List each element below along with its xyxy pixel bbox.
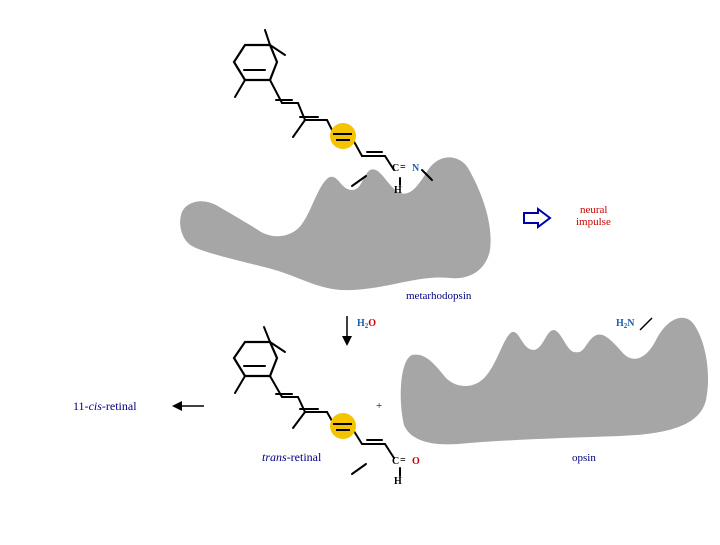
- trans-suffix: -retinal: [286, 450, 322, 464]
- eleven-cis-suffix: -retinal: [101, 399, 137, 413]
- top-carbon-atom: C: [392, 163, 400, 174]
- hydrolysis-arrow: [342, 316, 352, 346]
- opsin-protein-shape: [400, 317, 709, 445]
- water-label: H2O: [357, 318, 376, 330]
- isomerization-arrow: [172, 401, 204, 411]
- metarhodopsin-label: metarhodopsin: [406, 290, 472, 302]
- bottom-oxygen-atom: O: [412, 456, 420, 467]
- opsin-label: opsin: [572, 452, 596, 464]
- water-h: H: [357, 318, 365, 329]
- amine-n: N: [627, 318, 635, 329]
- top-double-bond-sign: =: [400, 162, 406, 173]
- eleven-cis-italic: cis: [88, 399, 102, 413]
- neural-label-line1: neural: [580, 204, 608, 216]
- trans-retinal-label: trans-retinal: [262, 450, 321, 465]
- bottom-highlight-circle: [330, 413, 356, 439]
- bottom-ring: [232, 340, 279, 378]
- top-nitrogen-atom: N: [412, 163, 420, 174]
- amine-label: H2N: [616, 318, 635, 330]
- water-sub: 2: [364, 322, 369, 330]
- bottom-double-bond-sign: =: [400, 455, 406, 466]
- bottom-retinal-structure: [232, 326, 401, 477]
- eleven-cis-prefix: 11-: [73, 399, 89, 413]
- eleven-cis-retinal-label: 11-cis-retinal: [73, 399, 137, 414]
- opsin-amine-bond: [639, 317, 653, 331]
- trans-italic: trans: [262, 450, 287, 464]
- amine-h: H: [616, 318, 624, 329]
- amine-sub: 2: [623, 322, 628, 330]
- bottom-hydrogen-atom: H: [394, 476, 402, 487]
- top-hydrogen-atom: H: [394, 185, 402, 196]
- plus-sign: +: [376, 400, 383, 412]
- top-highlight-circle: [330, 123, 356, 149]
- neural-label-line2: impulse: [576, 216, 611, 228]
- neural-impulse-arrow: [523, 207, 552, 229]
- top-ring: [232, 43, 279, 82]
- metarhodopsin-protein-shape: [180, 157, 491, 291]
- bottom-carbon-atom: C: [392, 456, 400, 467]
- water-o: O: [368, 318, 377, 329]
